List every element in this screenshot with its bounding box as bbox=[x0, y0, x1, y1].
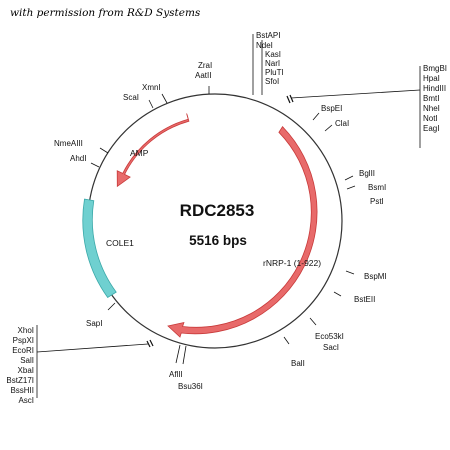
site-label-bstapi: BstAPI bbox=[256, 31, 280, 40]
cole1-feature-band bbox=[82, 198, 117, 299]
site-label-nari: NarI bbox=[265, 59, 280, 68]
site-label-ahdi: AhdI bbox=[70, 154, 86, 163]
site-label-xhoi: XhoI bbox=[18, 326, 34, 335]
site-label-pluti: PluTI bbox=[265, 68, 284, 77]
site-label-psti: PstI bbox=[370, 197, 384, 206]
amp-feature-arrow bbox=[116, 113, 190, 188]
site-label-aatii: AatII bbox=[195, 71, 211, 80]
feature-labels: AMP COLE1 rNRP-1 (1-922) bbox=[106, 148, 321, 268]
site-label-xmni: XmnI bbox=[142, 83, 161, 92]
site-label-saci: SacI bbox=[323, 343, 339, 352]
nrp1-feature-arrow bbox=[167, 126, 318, 338]
site-label-bmgbi: BmgBI bbox=[423, 64, 447, 73]
top-cluster-leader bbox=[252, 34, 263, 95]
site-label-sali: SalI bbox=[20, 356, 34, 365]
site-label-bsmi: BsmI bbox=[368, 183, 386, 192]
site-label-ecori: EcoRI bbox=[12, 346, 34, 355]
site-label-bmti: BmtI bbox=[423, 94, 439, 103]
site-label-scai: ScaI bbox=[123, 93, 139, 102]
site-ticks bbox=[90, 86, 356, 365]
top-cluster-labels: BstAPI NdeI KasI NarI PluTI SfoI bbox=[256, 31, 284, 86]
site-label-sfoi: SfoI bbox=[265, 77, 279, 86]
site-label-asci: AscI bbox=[18, 396, 34, 405]
site-label-bstz17i: BstZ17I bbox=[6, 376, 34, 385]
plasmid-name: RDC2853 bbox=[180, 201, 255, 220]
site-label-bsteii: BstEII bbox=[354, 295, 375, 304]
site-label-zrai: ZraI bbox=[198, 61, 212, 70]
site-label-eco53ki: Eco53kI bbox=[315, 332, 344, 341]
left-cluster-marks bbox=[146, 339, 154, 348]
site-label-pspxi: PspXI bbox=[13, 336, 34, 345]
site-label-bsu36i: Bsu36I bbox=[178, 382, 203, 391]
site-label-ndei: NdeI bbox=[256, 41, 273, 50]
site-label-eagi: EagI bbox=[423, 124, 439, 133]
site-label-noti: NotI bbox=[423, 114, 438, 123]
site-label-xbai: XbaI bbox=[18, 366, 34, 375]
right-cluster-marks bbox=[286, 94, 294, 104]
site-label-nmeaiii: NmeAIII bbox=[54, 139, 83, 148]
feature-label-amp: AMP bbox=[130, 148, 149, 158]
plasmid-backbone bbox=[87, 93, 343, 349]
single-site-labels: ZraI AatII XmnI ScaI NmeAIII AhdI BspEI … bbox=[54, 61, 387, 391]
site-label-sapi: SapI bbox=[86, 319, 102, 328]
feature-label-nrp1: rNRP-1 (1-922) bbox=[263, 258, 321, 268]
permission-credit: with permission from R&D Systems bbox=[10, 7, 201, 19]
site-label-kasi: KasI bbox=[265, 50, 281, 59]
site-label-bglii: BglII bbox=[359, 169, 375, 178]
site-label-bali: BalI bbox=[291, 359, 305, 368]
right-cluster-labels: BmgBI HpaI HindIII BmtI NheI NotI EagI bbox=[423, 64, 447, 133]
left-cluster-labels: XhoI PspXI EcoRI SalI XbaI BstZ17I BssHI… bbox=[6, 326, 34, 405]
left-cluster-bracket bbox=[36, 325, 149, 398]
site-label-clai: ClaI bbox=[335, 119, 349, 128]
site-label-hpai: HpaI bbox=[423, 74, 440, 83]
site-label-bsshii: BssHII bbox=[10, 386, 34, 395]
site-label-bspei: BspEI bbox=[321, 104, 342, 113]
right-cluster-bracket bbox=[290, 66, 421, 148]
site-label-hindiii: HindIII bbox=[423, 84, 446, 93]
feature-label-cole1: COLE1 bbox=[106, 238, 134, 248]
site-label-bspmi: BspMI bbox=[364, 272, 387, 281]
site-label-aflii: AflII bbox=[169, 370, 183, 379]
plasmid-size: 5516 bps bbox=[189, 233, 247, 248]
site-label-nhei: NheI bbox=[423, 104, 440, 113]
